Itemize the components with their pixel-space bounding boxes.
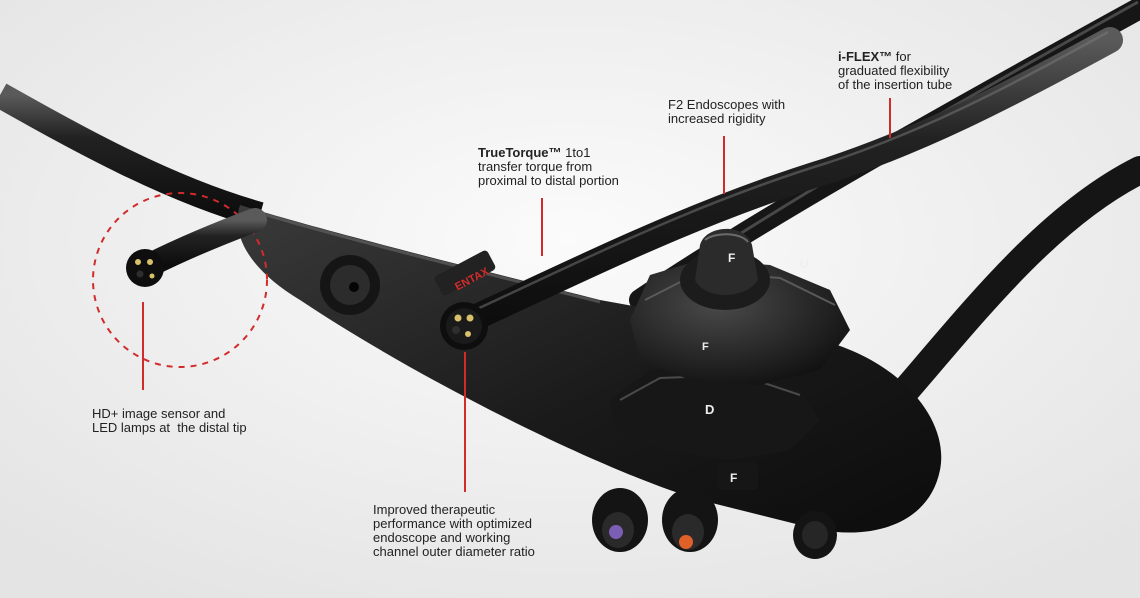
improved-leader-line (464, 352, 466, 492)
truetorque-line2: transfer torque from (478, 159, 593, 174)
left-cable (0, 83, 264, 228)
biopsy-port (320, 255, 380, 315)
hd-line1: HD+ image sensor and (92, 406, 226, 421)
iflex-line3: of the insertion tube (838, 77, 953, 92)
f2-callout: F2 Endoscopes with increased rigidity (668, 98, 785, 126)
improved-line1: Improved therapeutic (373, 502, 496, 517)
improved-line4: channel outer diameter ratio (373, 544, 535, 559)
umbilical-cable (866, 156, 1140, 434)
f2-line1: F2 Endoscopes with (668, 97, 786, 112)
valve-label: F (730, 471, 737, 485)
hd-line2: LED lamps at the distal tip (92, 420, 247, 435)
angulation-knob-top (680, 228, 770, 310)
truetorque-leader-line (541, 198, 543, 256)
air-water-valve (662, 488, 718, 552)
knob-ring-label: U (800, 257, 809, 271)
f2-leader-line (723, 136, 725, 194)
truetorque-line3: proximal to distal portion (478, 173, 619, 188)
valve-label-plate (718, 462, 758, 490)
distal-tip-detail (126, 249, 164, 287)
distal-tip-center (440, 302, 488, 350)
brand-label-plate (434, 250, 496, 296)
improved-line2: performance with optimized (373, 516, 532, 531)
f2-line2: increased rigidity (668, 111, 766, 126)
improved-line3: endoscope and working (373, 530, 511, 545)
hd-leader-line (142, 302, 144, 390)
knob-big-label: F (728, 251, 735, 265)
iflex-bold: i-FLEX™ (838, 49, 893, 64)
iflex-callout: i-FLEX™ for graduated flexibility of the… (838, 50, 952, 92)
suction-valve (592, 488, 648, 552)
distal-tip-detail-circle (92, 192, 268, 368)
hd-callout: HD+ image sensor and LED lamps at the di… (92, 407, 247, 435)
truetorque-bold: TrueTorque™ (478, 145, 562, 160)
insertion-tube-upper-highlight (474, 30, 1109, 312)
knob-lower-label: D (705, 402, 714, 417)
knob-small-label: F (702, 341, 709, 353)
iflex-rest: for (892, 49, 911, 64)
iflex-line2: graduated flexibility (838, 63, 950, 78)
truetorque-callout: TrueTorque™ 1to1 transfer torque from pr… (478, 146, 619, 188)
truetorque-rest: 1to1 (561, 145, 591, 160)
insertion-tube-upper (457, 27, 1123, 333)
improved-callout: Improved therapeutic performance with op… (373, 503, 535, 559)
iflex-leader-line (889, 98, 891, 138)
remote-button (793, 511, 837, 559)
